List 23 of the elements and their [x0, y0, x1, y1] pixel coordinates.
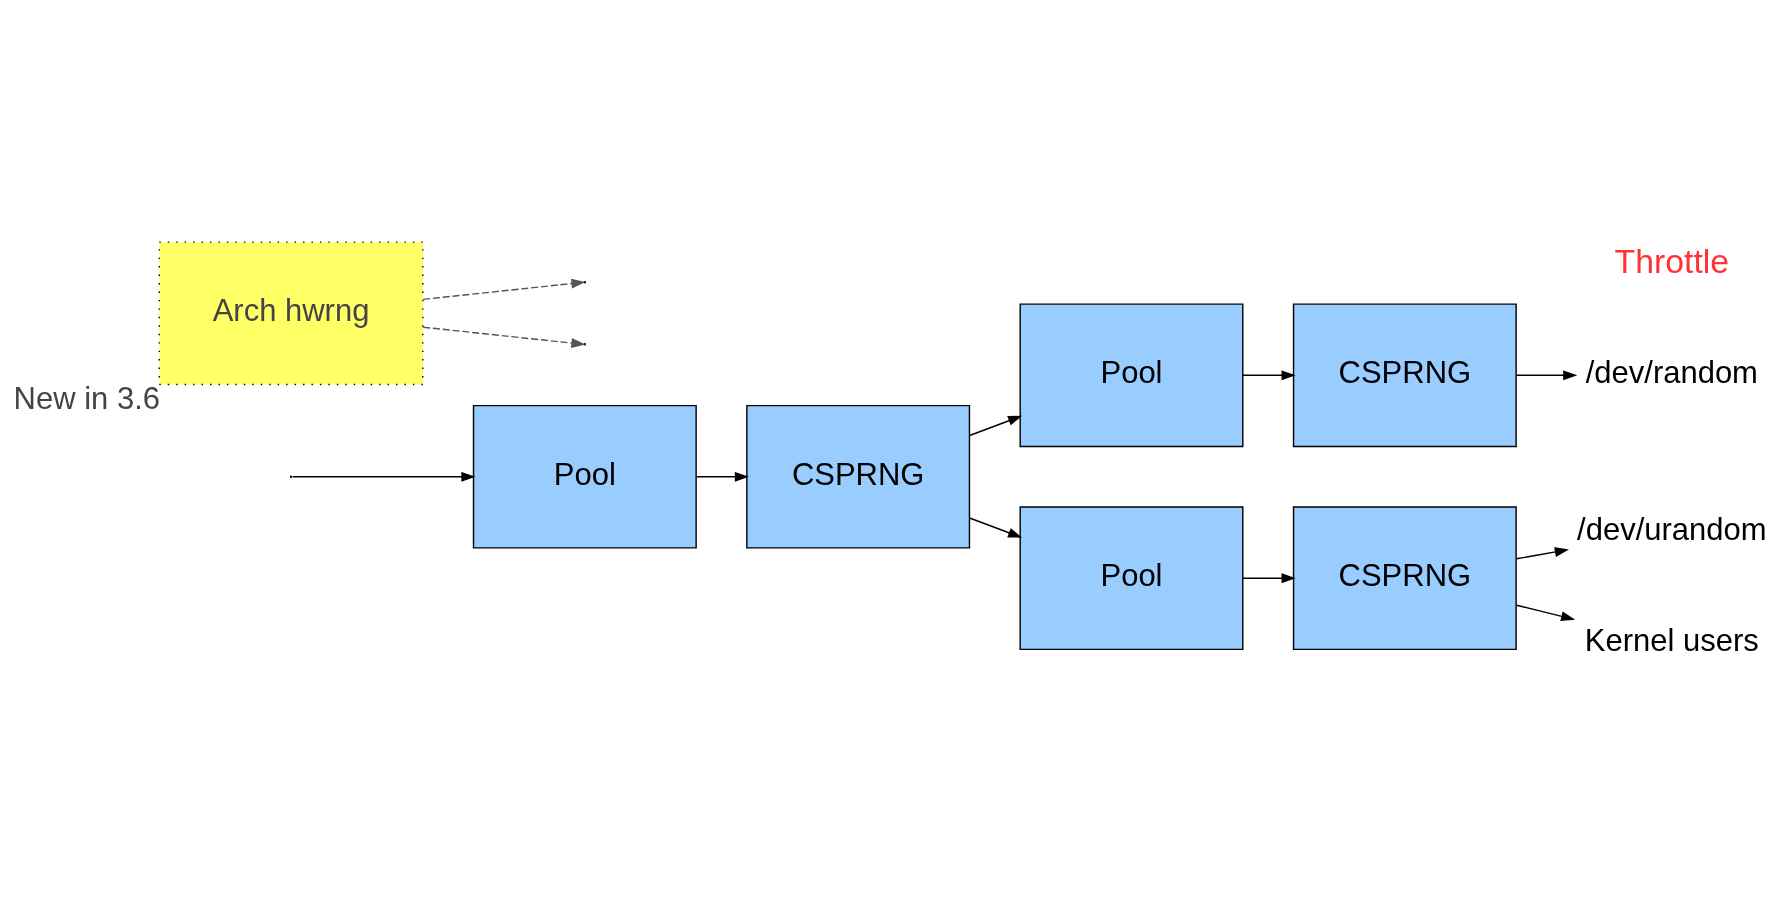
arrow	[1242, 573, 1296, 584]
node-label: New in 3.6	[13, 381, 160, 417]
arrow	[422, 278, 586, 301]
arrow	[695, 471, 749, 482]
node-text: Kernel users	[1584, 622, 1759, 658]
arrow	[968, 415, 1023, 437]
node-box: Arch hwrng	[158, 241, 424, 386]
arrow	[422, 326, 586, 348]
node-box: Pool	[1019, 506, 1244, 651]
arrow	[1515, 547, 1569, 560]
arrow	[1515, 370, 1578, 381]
arrow	[1515, 604, 1576, 622]
node-text: /dev/random	[1585, 355, 1758, 391]
node-box: CSPRNG	[1292, 303, 1517, 448]
node-box: Pool	[1019, 303, 1244, 448]
node-box: Pool	[472, 404, 697, 549]
node-text: /dev/urandom	[1577, 511, 1767, 547]
arrow	[1242, 370, 1296, 381]
arrow	[291, 471, 476, 482]
node-box: CSPRNG	[1292, 506, 1517, 651]
arrow	[968, 517, 1023, 538]
node-box: CSPRNG	[746, 404, 971, 549]
label: Throttle	[1614, 241, 1730, 280]
